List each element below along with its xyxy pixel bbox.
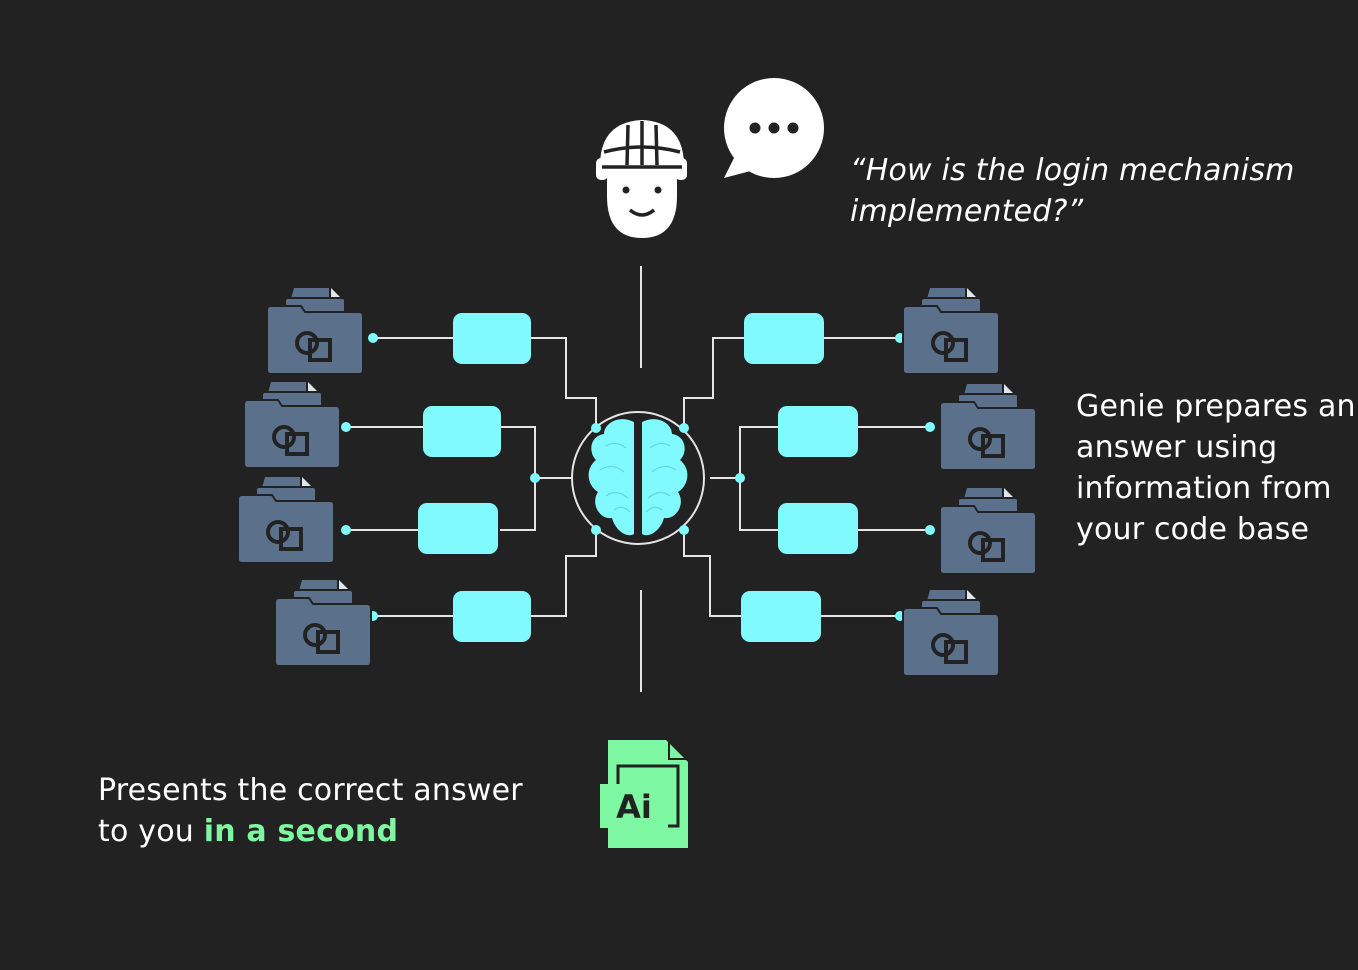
presents-line-2-prefix: to you	[98, 814, 204, 849]
genie-description: Genie prepares an answer using informati…	[1076, 386, 1356, 550]
ai-file-icon: Ai	[600, 740, 688, 848]
genie-line-4: your code base	[1076, 512, 1310, 547]
presents-line-1: Presents the correct answer	[98, 773, 523, 808]
user-question: “How is the login mechanism implemented?…	[850, 150, 1330, 232]
node-left-1	[453, 313, 531, 364]
node-left-2	[423, 406, 501, 457]
speech-bubble-icon	[724, 78, 824, 178]
folder-icon-right-3	[938, 486, 1038, 576]
node-right-4	[741, 591, 821, 642]
folder-icon-left-2	[242, 380, 342, 470]
presents-line-2: to you in a second	[98, 811, 558, 852]
node-left-4	[453, 591, 531, 642]
node-right-3	[778, 503, 858, 554]
process-nodes	[418, 313, 858, 642]
ai-file-label: Ai	[616, 788, 652, 826]
node-right-2	[778, 406, 858, 457]
brain-icon	[588, 419, 688, 536]
folder-icon-left-4	[273, 578, 373, 668]
node-left-3	[418, 503, 498, 554]
genie-line-1: Genie prepares an	[1076, 389, 1356, 424]
folder-icon-right-4	[901, 588, 1001, 678]
folder-icon-right-2	[938, 382, 1038, 472]
node-right-1	[744, 313, 824, 364]
presents-caption: Presents the correct answer to you in a …	[98, 770, 558, 852]
folder-icon-left-3	[236, 475, 336, 565]
connector-dots	[341, 333, 935, 621]
folder-icon-right-1	[901, 286, 1001, 376]
worker-avatar-icon	[596, 120, 687, 238]
folder-icon-left-1	[265, 286, 365, 376]
genie-line-3: information from	[1076, 471, 1332, 506]
genie-line-2: answer using	[1076, 430, 1278, 465]
question-line-2: implemented?”	[850, 194, 1084, 229]
highlight-in-a-second: in a second	[203, 814, 399, 849]
question-line-1: “How is the login mechanism	[850, 153, 1295, 188]
